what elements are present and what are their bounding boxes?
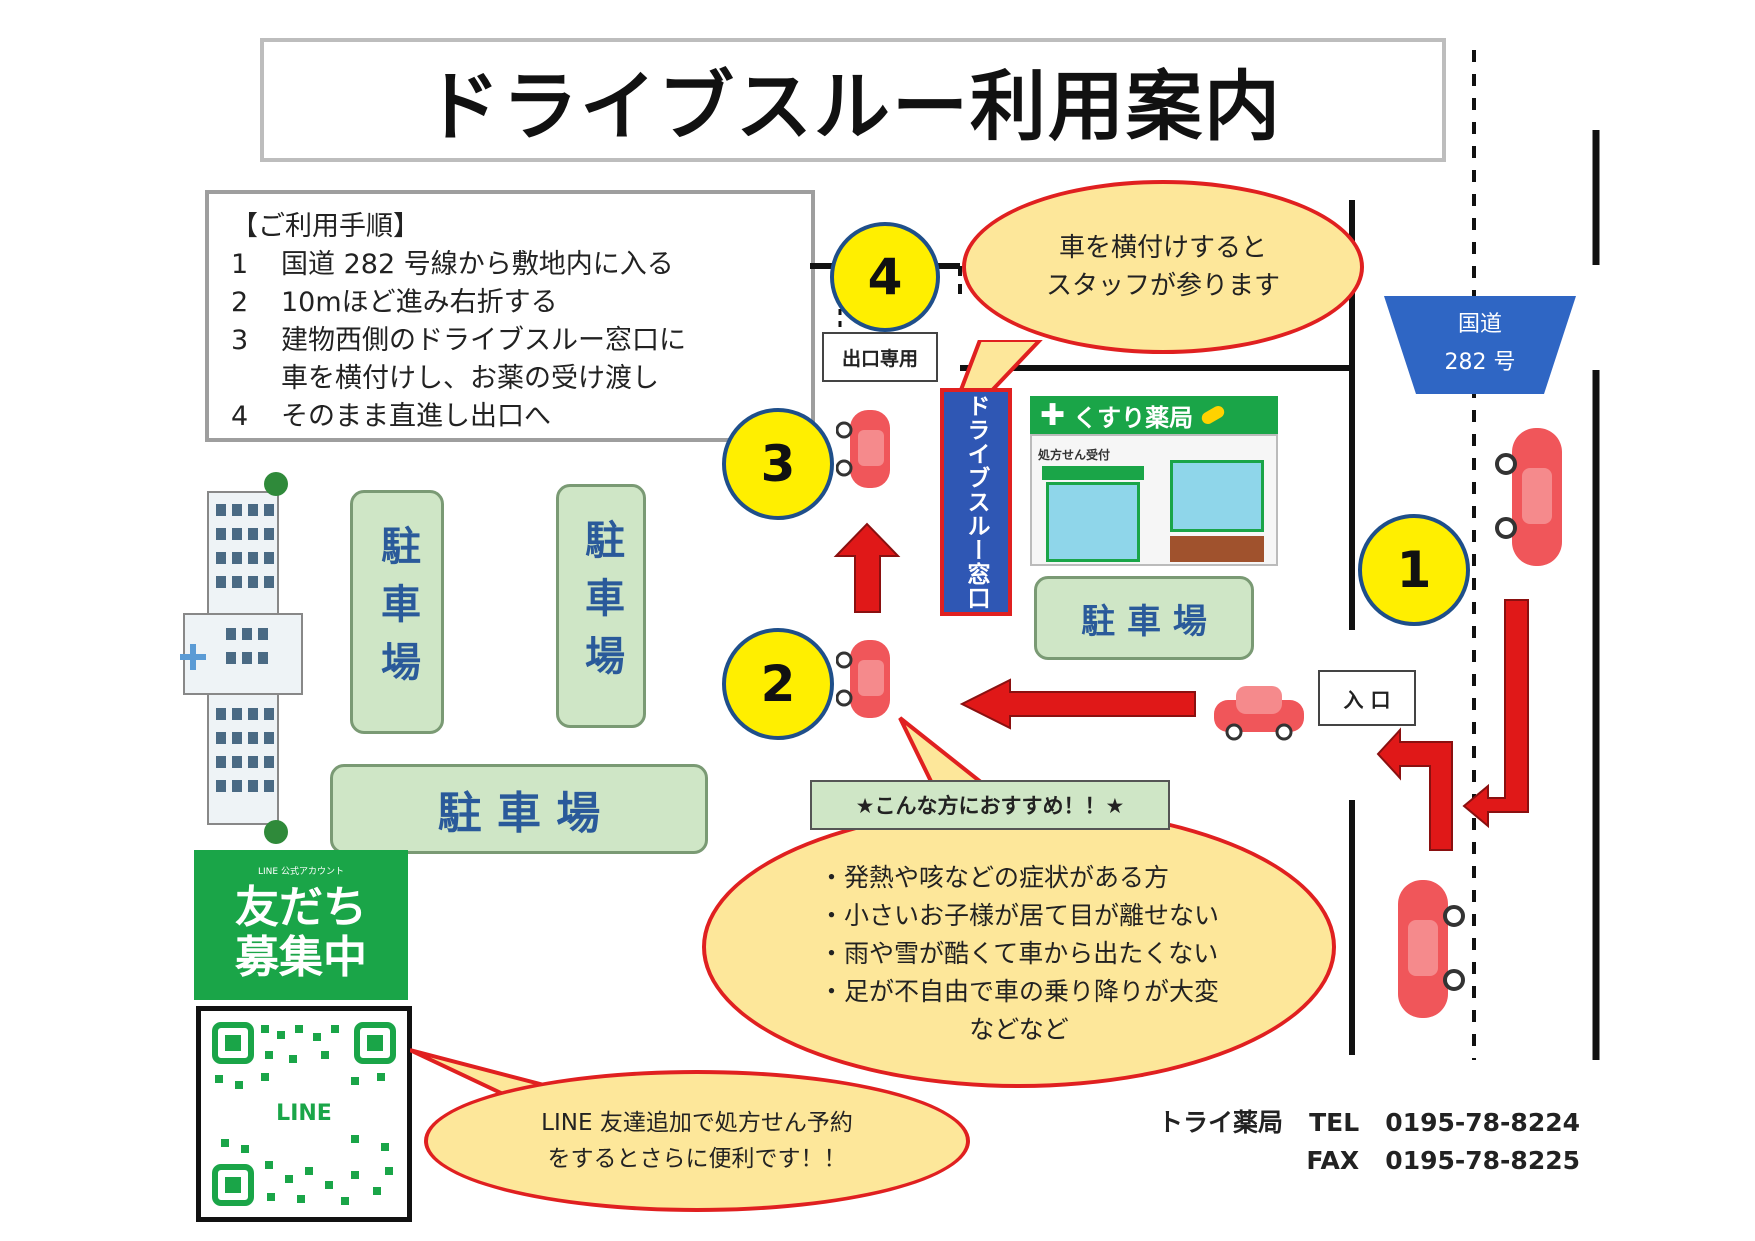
prescription-counter-sign: 処方せん受付 bbox=[1038, 448, 1111, 462]
car-icon bbox=[1495, 428, 1562, 566]
marker-1: 1 bbox=[1358, 514, 1470, 626]
pharmacy-building: ✚ くすり薬局 処方せん受付 bbox=[1030, 396, 1278, 566]
route-sign-text: 国道 282 号 bbox=[1384, 306, 1576, 382]
awning bbox=[1042, 466, 1144, 480]
steps-heading: 【ご利用手順】 bbox=[231, 211, 420, 242]
line-banner-line1: 友だち bbox=[235, 882, 367, 933]
recommend-heading: ★こんな方におすすめ！！★ bbox=[810, 780, 1170, 830]
recommend-list: ・発熱や咳などの症状がある方 ・小さいお子様が居て目が離せない ・雨や雪が酷くて… bbox=[819, 859, 1219, 1011]
line-bubble: LINE 友達追加で処方せん予約 をするとさらに便利です！！ bbox=[424, 1070, 970, 1212]
step-number: 2 bbox=[231, 287, 249, 318]
line-bubble-line2: をするとさらに便利です！！ bbox=[547, 1146, 847, 1172]
recommend-bubble: ・発熱や咳などの症状がある方 ・小さいお子様が居て目が離せない ・雨や雪が酷くて… bbox=[702, 806, 1336, 1088]
fax-label: FAX bbox=[1306, 1146, 1360, 1175]
parking-label: 駐 車 場 bbox=[1081, 601, 1207, 642]
planter bbox=[1170, 536, 1264, 562]
marker-number: 4 bbox=[867, 248, 903, 306]
pharmacy-sign: ✚ くすり薬局 bbox=[1030, 396, 1278, 434]
step-item: 2 10mほど進み右折する bbox=[231, 284, 789, 322]
car-icon bbox=[1398, 880, 1465, 1018]
recommend-item: ・雨や雪が酷くて車から出たくない bbox=[818, 939, 1219, 968]
car-icon bbox=[1214, 686, 1304, 741]
marker-4: 4 bbox=[830, 222, 940, 332]
exit-only-text: 出口専用 bbox=[841, 347, 918, 370]
car-icon bbox=[836, 640, 890, 718]
recommend-item: ・足が不自由で車の乗り降りが大変 bbox=[818, 977, 1219, 1006]
step-text: そのまま直進し出口へ bbox=[281, 401, 551, 432]
line-qr-code[interactable]: LINE bbox=[196, 1006, 412, 1222]
route-sign-line2: 282 号 bbox=[1444, 350, 1516, 375]
fax-number: 0195-78-8225 bbox=[1385, 1146, 1580, 1175]
step-item: 4 そのまま直進し出口へ bbox=[231, 398, 789, 436]
pharmacy-door bbox=[1046, 482, 1140, 562]
cross-icon: ✚ bbox=[1040, 397, 1066, 433]
arrow-down-turn-icon bbox=[1462, 599, 1529, 829]
tel-label: TEL bbox=[1309, 1108, 1360, 1137]
page-title: ドライブスルー利用案内 bbox=[424, 62, 1282, 151]
pharmacy-window bbox=[1170, 460, 1264, 532]
line-banner-line2: 募集中 bbox=[235, 932, 367, 983]
qr-line-label: LINE bbox=[257, 1097, 351, 1129]
arrow-left-icon bbox=[959, 678, 1196, 730]
contact-info: トライ薬局 TEL 0195-78-8224 FAX 0195-78-8225 bbox=[1120, 1104, 1580, 1180]
entrance-label: 入 口 bbox=[1318, 670, 1416, 726]
car-icon bbox=[836, 410, 890, 488]
contact-tel-row: トライ薬局 TEL 0195-78-8224 bbox=[1120, 1104, 1580, 1142]
step-item: 3 建物西側のドライブスルー窓口に bbox=[231, 322, 789, 360]
pharmacy-sign-text: くすり薬局 bbox=[1073, 403, 1194, 432]
pharmacy-name: トライ薬局 bbox=[1157, 1108, 1283, 1137]
staff-bubble: 車を横付けすると スタッフが参ります bbox=[962, 180, 1364, 354]
qr-code-icon bbox=[212, 1022, 396, 1206]
step-text: 車を横付けし、お薬の受け渡し bbox=[281, 363, 659, 394]
entrance-text: 入 口 bbox=[1343, 687, 1391, 712]
staff-bubble-line2: スタッフが参ります bbox=[1045, 271, 1280, 301]
hospital-building-icon bbox=[180, 472, 303, 844]
recommend-item: ・小さいお子様が居て目が離せない bbox=[818, 901, 1219, 930]
arrow-up-turn-icon bbox=[1376, 727, 1453, 851]
step-item: 車を横付けし、お薬の受け渡し bbox=[231, 360, 789, 398]
step-number: 1 bbox=[231, 249, 249, 280]
step-text: 10mほど進み右折する bbox=[281, 287, 558, 318]
marker-number: 1 bbox=[1396, 541, 1432, 599]
title-banner: ドライブスルー利用案内 bbox=[260, 38, 1446, 162]
marker-number: 2 bbox=[760, 655, 796, 713]
recommend-heading-text: ★こんな方におすすめ！！★ bbox=[855, 794, 1125, 818]
step-text: 国道 282 号線から敷地内に入る bbox=[281, 249, 674, 280]
step-number: 4 bbox=[231, 401, 249, 432]
recommend-item: ・発熱や咳などの症状がある方 bbox=[818, 863, 1169, 892]
route-sign-icon bbox=[1384, 296, 1576, 394]
step-text: 建物西側のドライブスルー窓口に bbox=[281, 325, 686, 356]
contact-fax-row: FAX 0195-78-8225 bbox=[1120, 1142, 1580, 1180]
parking-area-bottom: 駐 車 場 bbox=[330, 764, 708, 854]
parking-area-left-2: 駐車場 bbox=[556, 484, 646, 728]
drive-thru-window-label: ドライブスルー窓口 bbox=[963, 394, 989, 610]
parking-label: 駐車場 bbox=[578, 519, 624, 693]
tel-number[interactable]: 0195-78-8224 bbox=[1385, 1108, 1580, 1137]
line-bubble-line1: LINE 友達追加で処方せん予約 bbox=[541, 1110, 853, 1136]
step-item: 1 国道 282 号線から敷地内に入る bbox=[231, 246, 789, 284]
marker-3: 3 bbox=[722, 408, 834, 520]
line-friend-banner: LINE 公式アカウント 友だち 募集中 bbox=[194, 850, 408, 1000]
exit-only-label: 出口専用 bbox=[822, 332, 938, 382]
parking-label: 駐車場 bbox=[374, 525, 420, 699]
step-number: 3 bbox=[231, 325, 249, 356]
marker-2: 2 bbox=[722, 628, 834, 740]
arrow-up-icon bbox=[833, 522, 901, 613]
parking-label: 駐 車 場 bbox=[437, 788, 601, 839]
line-caption: LINE 公式アカウント bbox=[258, 867, 344, 877]
staff-bubble-line1: 車を横付けすると bbox=[1058, 233, 1267, 263]
parking-area-left-1: 駐車場 bbox=[350, 490, 444, 734]
route-sign-line1: 国道 bbox=[1457, 312, 1502, 337]
marker-number: 3 bbox=[760, 435, 796, 493]
parking-area-pharmacy: 駐 車 場 bbox=[1034, 576, 1254, 660]
drive-thru-window: ドライブスルー窓口 bbox=[940, 388, 1012, 616]
recommend-tail: などなど bbox=[969, 1015, 1069, 1044]
